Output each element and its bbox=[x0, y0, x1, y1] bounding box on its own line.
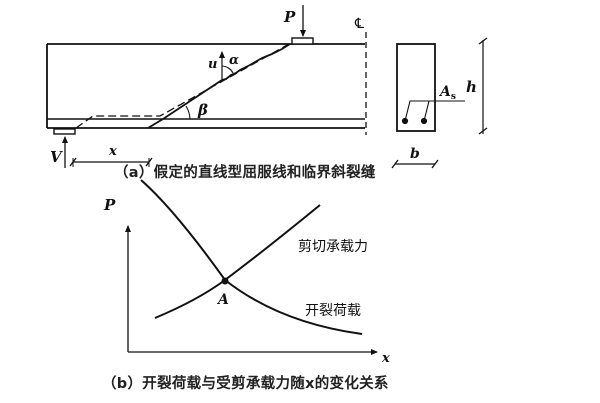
alpha-label: α bbox=[229, 53, 239, 68]
steel-leader-line bbox=[404, 100, 465, 122]
steel-area-label: As bbox=[438, 84, 456, 102]
width-tick-right bbox=[431, 159, 439, 169]
cracking-load-label: 开裂荷载 bbox=[305, 303, 361, 319]
chart-axes bbox=[125, 225, 378, 355]
section-labels: As h b bbox=[410, 78, 477, 162]
chart-curves bbox=[140, 179, 363, 335]
critical-diagonal-crack bbox=[147, 43, 291, 129]
section-outline bbox=[396, 43, 436, 132]
height-tick-bottom bbox=[478, 127, 488, 135]
point-A-label: A bbox=[216, 292, 229, 308]
reaction-label: V bbox=[50, 148, 63, 166]
shear-capacity-curve bbox=[154, 204, 321, 319]
y-axis-label: P bbox=[103, 196, 116, 214]
width-label: b bbox=[410, 146, 420, 162]
caption-b: （b）开裂荷载与受剪承载力随x的变化关系 bbox=[102, 376, 389, 392]
assumed-yield-line bbox=[75, 43, 290, 129]
beam-labels: P ℄ V x u α β bbox=[50, 8, 364, 166]
x-axis-label: x bbox=[381, 351, 390, 366]
caption-a: （a）假定的直线型屈服线和临界斜裂缝 bbox=[114, 165, 376, 181]
steel-leader-line-2 bbox=[423, 100, 430, 122]
beta-angle-arc bbox=[185, 105, 191, 120]
shear-capacity-label: 剪切承载力 bbox=[298, 239, 368, 255]
alpha-angle-arc bbox=[221, 65, 234, 74]
height-tick-top bbox=[478, 37, 488, 45]
cross-section bbox=[391, 37, 488, 169]
load-label: P bbox=[283, 8, 296, 26]
width-tick-left bbox=[391, 159, 399, 169]
load-plate bbox=[291, 37, 314, 45]
beta-label: β bbox=[197, 101, 208, 119]
distance-label: x bbox=[108, 144, 117, 159]
displacement-label: u bbox=[208, 57, 217, 72]
chart-labels: P x A bbox=[103, 196, 390, 366]
support-plate bbox=[53, 128, 76, 135]
intersection-point-A bbox=[221, 277, 229, 285]
centerline-symbol: ℄ bbox=[354, 16, 364, 32]
beam-elevation bbox=[46, 5, 367, 168]
height-label: h bbox=[466, 78, 477, 96]
